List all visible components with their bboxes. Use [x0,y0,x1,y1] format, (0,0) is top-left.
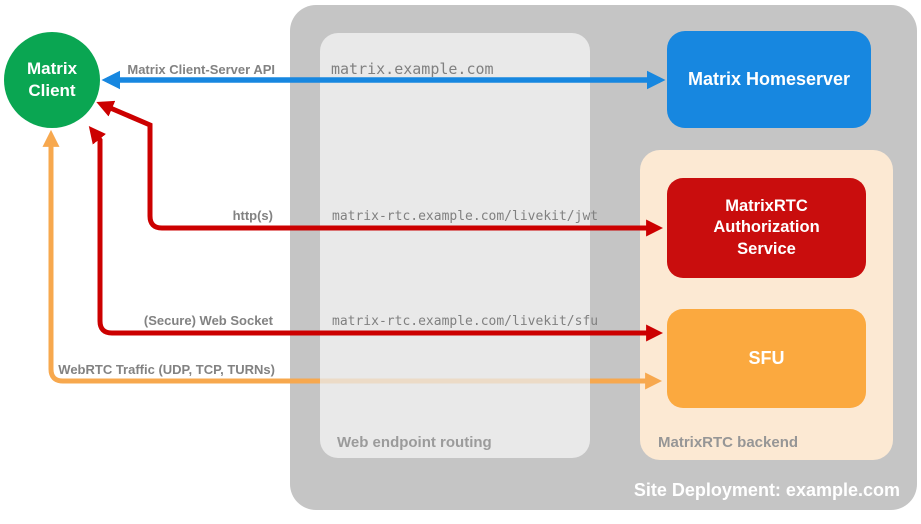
client-server-api-arrow-label: Matrix Client-Server API [127,62,275,77]
https-arrow-label: http(s) [232,208,273,223]
web-endpoint-routing-box: Web endpoint routing [320,33,590,458]
web-socket-arrow-label: (Secure) Web Socket [143,313,273,328]
matrixrtc-authorization-service-node: MatrixRTC Authorization Service [667,178,866,278]
webrtc-traffic-arrow [42,129,320,384]
web-endpoint-routing-label: Web endpoint routing [337,434,492,451]
livekit-jwt-endpoint-url: matrix-rtc.example.com/livekit/jwt [332,209,599,224]
matrix-homeserver-node: Matrix Homeserver [667,31,871,128]
matrixrtc-backend-label: MatrixRTC backend [658,434,799,451]
matrix-client-node: Matrix Client [4,32,100,128]
homeserver-endpoint-url: matrix.example.com [331,60,494,78]
sfu-node: SFU [667,309,866,408]
webrtc-traffic-arrow-label: WebRTC Traffic (UDP, TCP, TURNs) [58,362,275,377]
site-deployment-label: Site Deployment: example.com [633,480,900,500]
livekit-sfu-endpoint-url: matrix-rtc.example.com/livekit/sfu [332,314,599,329]
